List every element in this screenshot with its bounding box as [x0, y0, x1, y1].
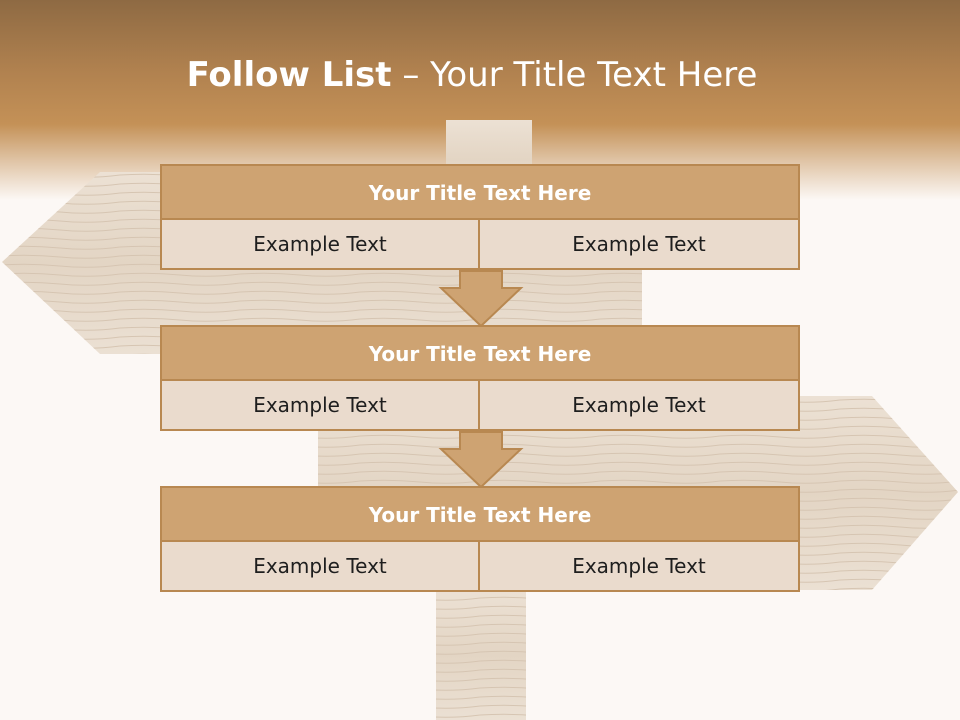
step-title: Your Title Text Here	[160, 164, 800, 220]
slide-title-rest: – Your Title Text Here	[391, 55, 758, 95]
step-cell-left: Example Text	[160, 220, 480, 270]
down-arrow-icon	[438, 270, 524, 328]
down-arrow-icon	[438, 431, 524, 489]
step-cell-left: Example Text	[160, 381, 480, 431]
step-title: Your Title Text Here	[160, 486, 800, 542]
slide-title: Follow List – Your Title Text Here	[0, 52, 944, 98]
step-cell-left: Example Text	[160, 542, 480, 592]
step-cell-right: Example Text	[480, 542, 800, 592]
slide-title-bold: Follow List	[186, 55, 392, 95]
step-title: Your Title Text Here	[160, 325, 800, 381]
step-cell-right: Example Text	[480, 220, 800, 270]
step-cell-right: Example Text	[480, 381, 800, 431]
